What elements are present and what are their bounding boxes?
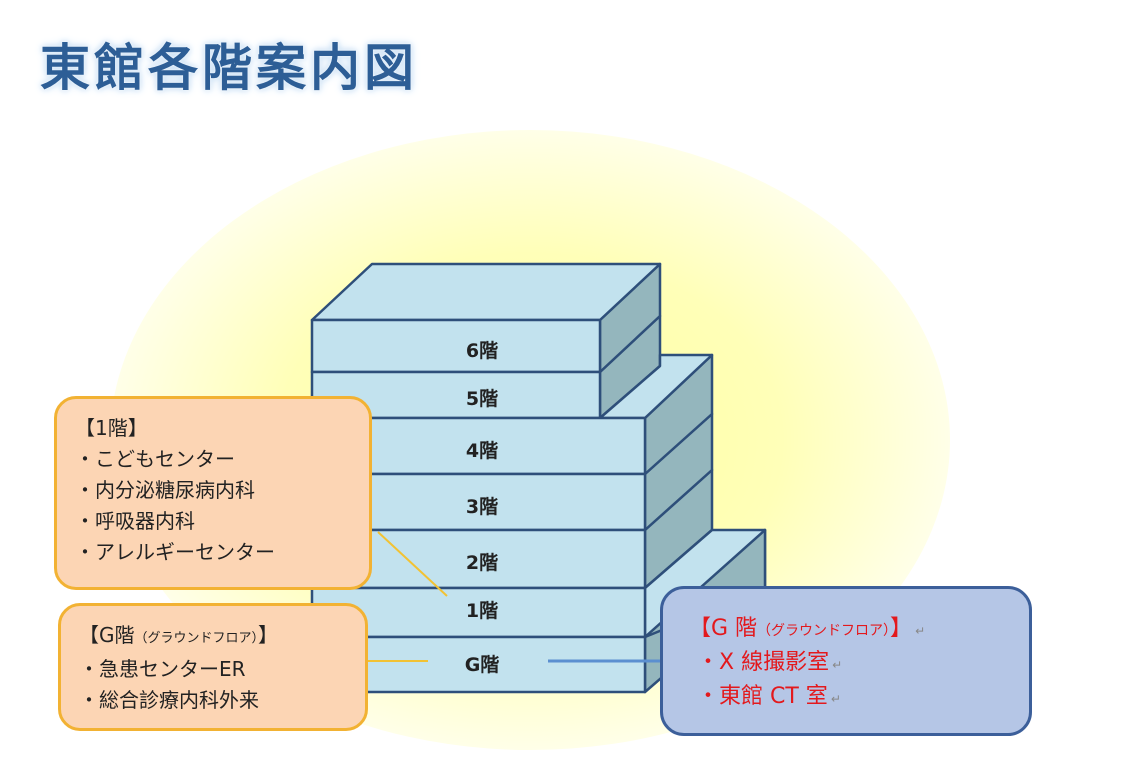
callout-gf-left-list: 急患センターER 総合診療内科外来 xyxy=(79,654,347,716)
list-item: 東館 CT 室↵ xyxy=(697,681,1003,715)
callout-gf-right-list: X 線撮影室↵ 東館 CT 室↵ xyxy=(689,647,1003,715)
callout-gf-left-heading: 【G階（グラウンドフロア）】 xyxy=(79,623,279,647)
return-mark-icon: ↵ xyxy=(832,658,843,672)
floor-label-1: 1階 xyxy=(465,600,499,622)
callout-1f: 【1階】 こどもセンター 内分泌糖尿病内科 呼吸器内科 アレルギーセンター xyxy=(54,396,372,590)
list-item: 呼吸器内科 xyxy=(75,506,351,537)
floor-label-4: 4階 xyxy=(465,440,499,462)
connector-1f xyxy=(377,531,448,597)
list-item: こどもセンター xyxy=(75,444,351,475)
floor-label-6: 6階 xyxy=(465,340,499,362)
list-item: アレルギーセンター xyxy=(75,537,351,568)
floor-label-5: 5階 xyxy=(465,388,499,410)
list-item: 総合診療内科外来 xyxy=(79,685,347,716)
floor-label-3: 3階 xyxy=(465,496,499,518)
return-mark-icon: ↵ xyxy=(830,692,841,706)
callout-1f-heading: 【1階】 xyxy=(75,416,148,440)
callout-gf-left: 【G階（グラウンドフロア）】 急患センターER 総合診療内科外来 xyxy=(58,603,368,731)
callout-gf-right-heading: 【G 階（グラウンドフロア）】↵ xyxy=(689,616,926,641)
callout-gf-right: 【G 階（グラウンドフロア）】↵ X 線撮影室↵ 東館 CT 室↵ xyxy=(660,586,1032,736)
floor-label-2: 2階 xyxy=(465,552,499,574)
top-face-6 xyxy=(310,262,662,322)
page-title: 東館各階案内図 xyxy=(40,39,418,97)
list-item: 急患センターER xyxy=(79,654,347,685)
callout-1f-list: こどもセンター 内分泌糖尿病内科 呼吸器内科 アレルギーセンター xyxy=(75,444,351,568)
list-item: X 線撮影室↵ xyxy=(697,647,1003,681)
list-item: 内分泌糖尿病内科 xyxy=(75,475,351,506)
front-face-6 xyxy=(310,318,602,374)
floor-label-g: G階 xyxy=(464,654,500,676)
return-mark-icon: ↵ xyxy=(915,624,926,638)
